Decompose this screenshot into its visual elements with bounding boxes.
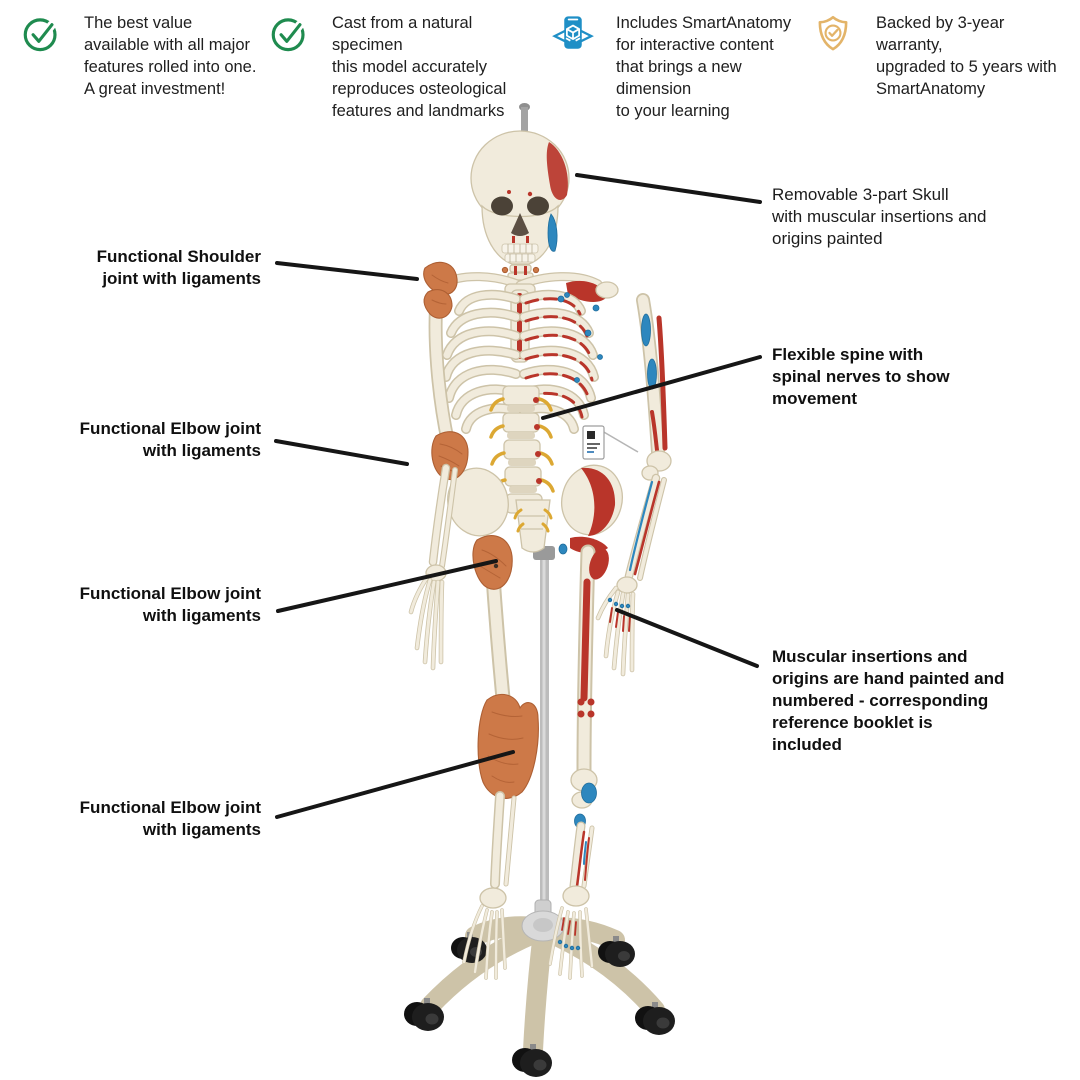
- pelvis: [447, 464, 623, 555]
- line-hip: [276, 559, 498, 613]
- neck-vertebrae: [500, 264, 541, 281]
- feature-text-best-value: The best value available with all major …: [84, 14, 257, 98]
- ribcage-right-painted: [519, 289, 603, 434]
- feature-text-natural-specimen: Cast from a natural specimen this model …: [332, 14, 507, 120]
- right-leg: [462, 535, 539, 980]
- line-elbow: [274, 439, 409, 466]
- product-tag: [582, 425, 639, 460]
- feature-text-warranty: Backed by 3-year warranty, upgraded to 5…: [876, 14, 1057, 98]
- line-spine: [541, 355, 762, 420]
- left-leg-painted: [548, 544, 609, 980]
- feature-warranty: Backed by 3-year warranty, upgraded to 5…: [812, 12, 1076, 100]
- feature-best-value: The best value available with all major …: [20, 12, 279, 100]
- line-muscles: [615, 608, 759, 668]
- feature-smartanatomy: Includes SmartAnatomy for interactive co…: [552, 12, 831, 122]
- ribcage-left: [441, 289, 521, 434]
- shield-check-icon: [812, 12, 854, 54]
- line-knee: [275, 750, 515, 819]
- line-skull: [575, 173, 762, 204]
- ar-smartphone-icon: [552, 12, 594, 54]
- skull: [470, 130, 570, 265]
- right-arm: [408, 261, 469, 671]
- check-circle-icon: [268, 12, 310, 54]
- line-shoulder: [275, 261, 419, 281]
- callout-muscular-insertions: Muscular insertions and origins are hand…: [772, 647, 1005, 754]
- callout-removable-skull: Removable 3-part Skull with muscular ins…: [772, 185, 987, 248]
- callout-knee-joint: Functional Elbow joint with ligaments: [79, 798, 261, 839]
- callout-flexible-spine: Flexible spine with spinal nerves to sho…: [772, 345, 950, 408]
- callout-shoulder-joint: Functional Shoulder joint with ligaments: [96, 247, 261, 288]
- feature-text-smartanatomy: Includes SmartAnatomy for interactive co…: [616, 14, 792, 120]
- feature-natural-specimen: Cast from a natural specimen this model …: [268, 12, 537, 122]
- skeleton-figure: [408, 130, 672, 980]
- caster-wheels: [404, 932, 675, 1077]
- check-circle-icon: [20, 12, 62, 54]
- callout-elbow-joint: Functional Elbow joint with ligaments: [79, 419, 261, 460]
- callout-hip-joint: Functional Elbow joint with ligaments: [79, 584, 261, 625]
